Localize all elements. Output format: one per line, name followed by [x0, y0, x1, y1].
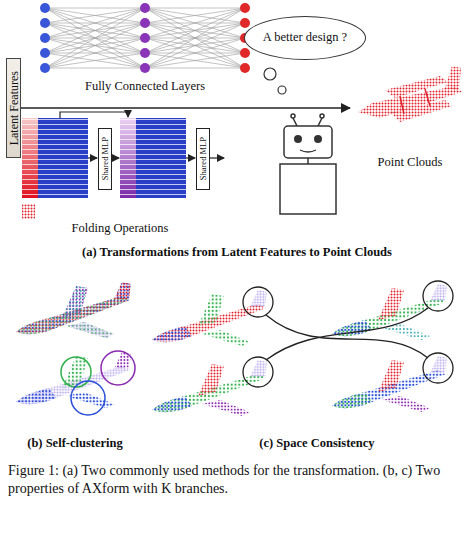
cloud-part	[250, 360, 267, 377]
robot-mouth	[300, 150, 316, 152]
airplane-wing	[385, 76, 448, 98]
consistent-cloud	[332, 284, 447, 340]
input-neuron	[40, 18, 50, 28]
node-text: Point Clouds	[378, 156, 443, 170]
node-text: Latent Features	[8, 71, 20, 145]
component-label: Fully Connected Layers	[70, 79, 220, 94]
point-cloud-output: Point Clouds	[350, 60, 470, 172]
latent-box: Latent Features	[6, 58, 21, 158]
cloud-part	[378, 288, 404, 320]
input-neuron	[40, 63, 50, 73]
cluster-circle	[71, 381, 105, 415]
cloud-part	[332, 392, 372, 408]
robot-antenna-tip	[320, 114, 324, 118]
thought-bubble: A better design ?	[244, 16, 366, 60]
flow-arrow	[186, 157, 195, 158]
flow-arrow	[112, 157, 119, 158]
hidden-neuron	[140, 33, 150, 43]
hidden-neuron	[140, 63, 150, 73]
robot	[280, 114, 336, 214]
cloud-part	[152, 326, 192, 342]
cluster-circle	[61, 357, 91, 387]
jumbled-cloud	[16, 282, 131, 338]
row-stripes	[120, 118, 186, 198]
mlp-box: Shared MLP	[196, 128, 210, 190]
subfigure-title: (a) Transformations from Latent Features…	[0, 245, 474, 260]
region-circle	[243, 357, 273, 387]
cloud-part	[198, 294, 224, 326]
flow-arrow	[21, 107, 350, 108]
robot-antenna-tip	[291, 114, 295, 118]
subfigure-title: (c) Space Consistency	[160, 436, 474, 451]
output-neuron	[240, 18, 250, 28]
node-text: Shared MLP	[199, 137, 208, 180]
robot-antenna	[293, 118, 297, 126]
fc-connections	[145, 8, 245, 68]
airplane-tail	[445, 66, 461, 90]
input-neuron	[40, 3, 50, 13]
flow-arrow	[88, 157, 97, 158]
robot-body	[280, 164, 336, 214]
fc-connections	[45, 8, 145, 68]
grid-points	[22, 204, 35, 219]
cloud-part	[198, 364, 224, 396]
cloud-part	[62, 286, 88, 318]
subfigure-title: (b) Self-clustering	[0, 436, 150, 451]
cloud-part	[378, 360, 404, 392]
output-neuron	[240, 48, 250, 58]
cloud-part	[66, 322, 114, 338]
cloud-part	[114, 282, 131, 299]
robot-eye	[294, 135, 302, 143]
robot-eye	[314, 135, 322, 143]
robot-head	[284, 126, 332, 158]
hidden-neuron	[140, 18, 150, 28]
hidden-neuron	[140, 48, 150, 58]
cloud-part	[250, 290, 267, 307]
consistent-cloud	[152, 290, 267, 346]
output-neuron	[240, 63, 250, 73]
flow-arrow	[210, 157, 224, 158]
node-text: Shared MLP	[101, 137, 110, 180]
robot-antenna	[318, 118, 322, 126]
consistent-cloud	[152, 360, 267, 416]
input-neuron	[40, 33, 50, 43]
cloud-part	[114, 282, 131, 299]
row-stripes	[22, 118, 88, 198]
cloud-part	[16, 388, 56, 404]
cloud-part	[382, 396, 430, 412]
node-text: A better design ?	[263, 31, 347, 45]
cloud-part	[430, 284, 447, 301]
hidden-neuron	[140, 3, 150, 13]
correspondence-line	[266, 308, 428, 360]
region-circle	[243, 287, 273, 317]
mlp-box: Shared MLP	[98, 128, 112, 190]
thought-dot	[278, 86, 286, 94]
fc-neurons	[40, 3, 250, 73]
input-neuron	[40, 48, 50, 58]
output-airplane	[358, 66, 462, 122]
airplane-wing	[390, 100, 452, 122]
airplane-strut	[400, 89, 430, 114]
cloud-part	[202, 330, 250, 346]
region-circle	[423, 281, 453, 311]
consistent-cloud	[332, 356, 447, 412]
thought-dot	[264, 68, 276, 80]
cloud-part	[202, 400, 250, 416]
cloud-part	[430, 356, 447, 373]
cloud-part	[62, 286, 88, 318]
output-neuron	[240, 3, 250, 13]
cluster-circle	[101, 351, 135, 385]
robot-neck	[307, 158, 309, 164]
cloud-part	[152, 396, 192, 412]
component-label: Folding Operations	[50, 221, 190, 236]
cloud-part	[66, 322, 114, 338]
figure-caption: Figure 1: (a) Two commonly used methods …	[8, 462, 468, 498]
skip-connection	[60, 112, 128, 118]
clustered-cloud	[16, 352, 131, 408]
